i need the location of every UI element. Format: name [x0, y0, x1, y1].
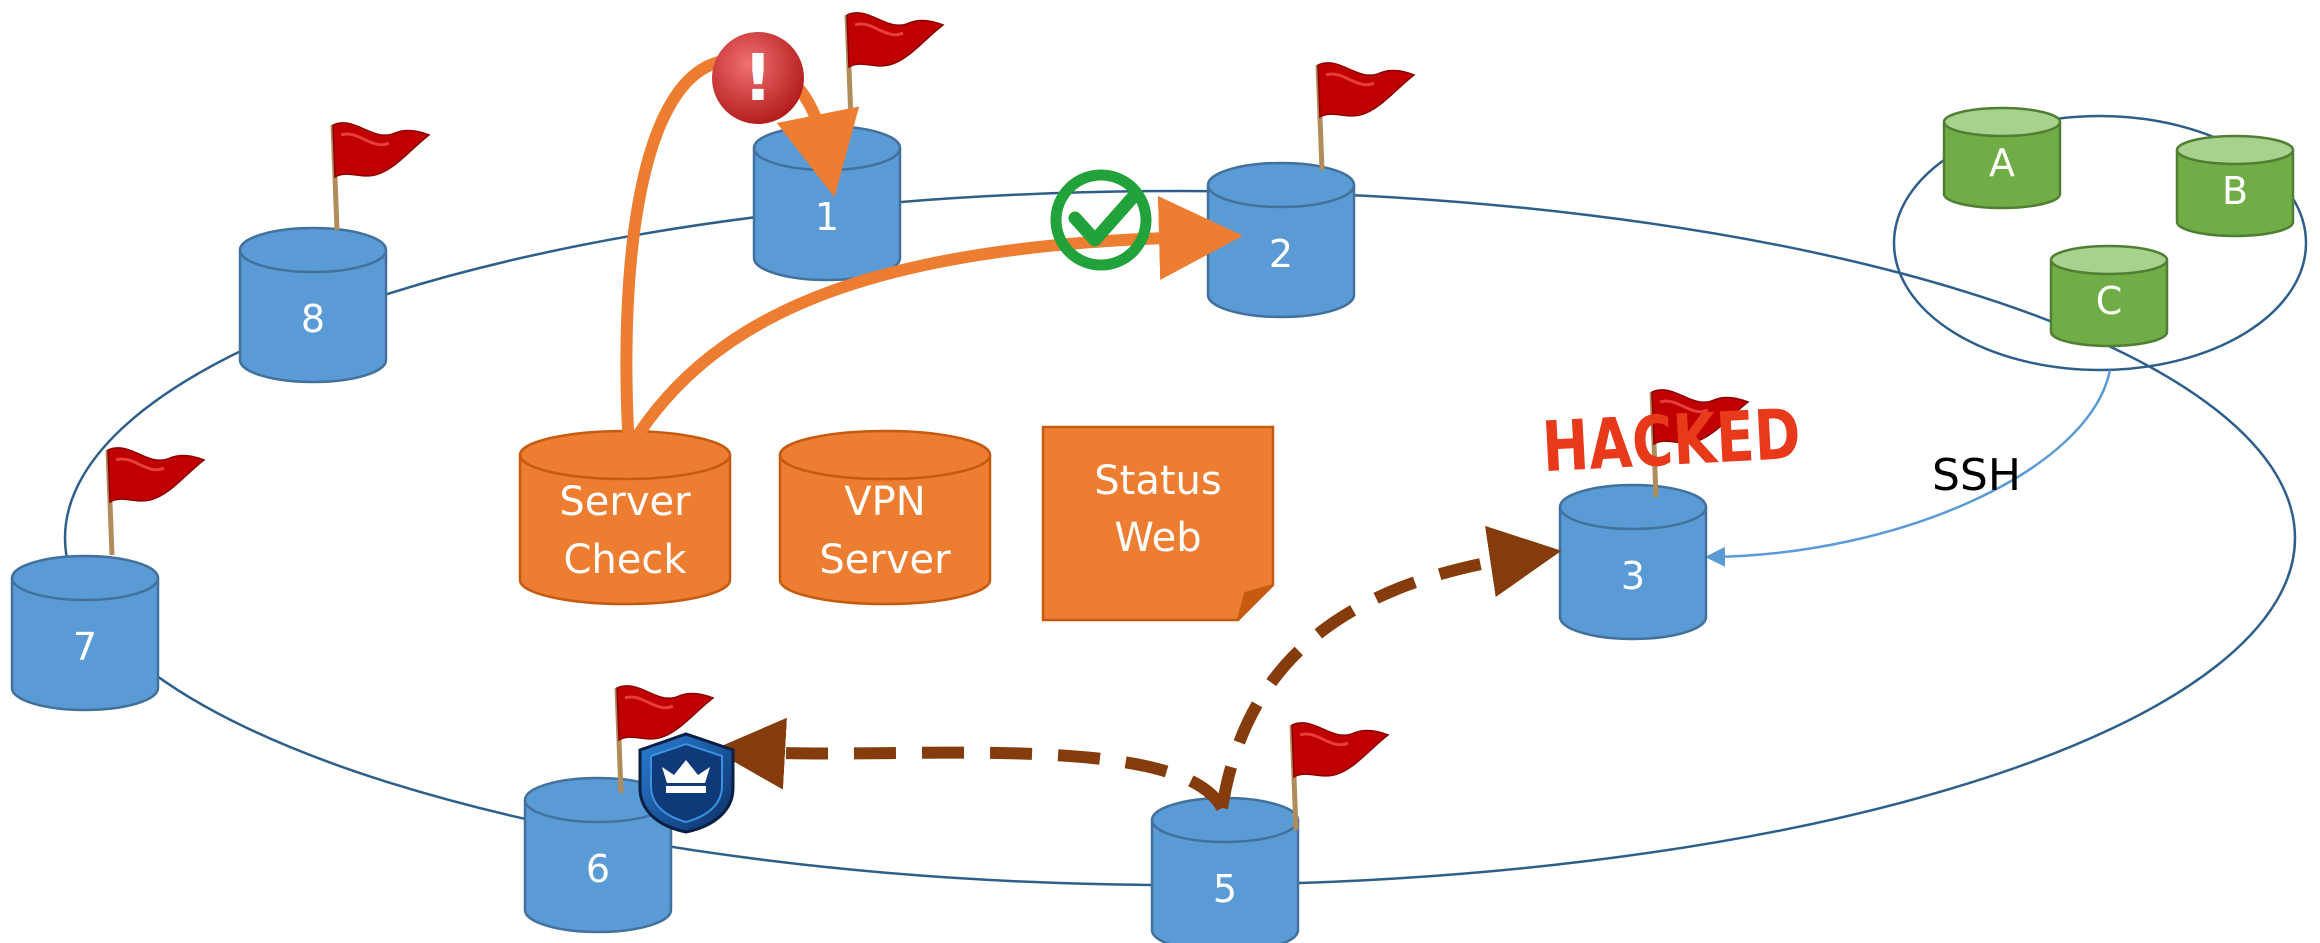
ring-nodes: 1 2 3 5 6 7 8: [10, 12, 1750, 943]
node-5-cylinder: 5: [1150, 796, 1300, 943]
vpn-server-label-line1: VPN: [844, 479, 925, 525]
remote-node-b-cylinder: B: [2175, 134, 2295, 238]
check-arrow-node-2: [634, 195, 1243, 438]
alert-glyph: !: [743, 42, 772, 116]
remote-node-b-label: B: [2222, 169, 2248, 213]
status-web-label-line1: Status: [1094, 458, 1221, 504]
node-2-cylinder: 2: [1206, 161, 1356, 319]
crown-shield-icon: [638, 732, 735, 834]
red-alert-icon: !: [712, 32, 804, 124]
vpn-server-cylinder: VPN Server: [778, 429, 992, 606]
red-flag-icon: [614, 685, 715, 794]
ssh-link: [1705, 369, 2112, 567]
status-web-label-line2: Web: [1114, 515, 1201, 561]
attack-arrow-to-node-3: [1216, 525, 1562, 809]
remote-node-a-cylinder: A: [1942, 106, 2062, 210]
node-8-cylinder: 8: [238, 226, 388, 384]
server-check-label-line1: Server: [559, 479, 691, 525]
attack-arrow-to-node-6: [713, 717, 1228, 812]
server-check-cylinder: Server Check: [518, 429, 732, 606]
node-6-label: 6: [586, 847, 610, 891]
server-check-label-line2: Check: [563, 537, 687, 583]
node-5-label: 5: [1213, 867, 1237, 911]
node-2-label: 2: [1269, 232, 1293, 276]
node-8-label: 8: [301, 297, 325, 341]
red-flag-icon: [1315, 62, 1416, 171]
ssh-label: SSH: [1932, 450, 2021, 501]
node-1-label: 1: [815, 195, 839, 239]
hacked-stamp: HACKED: [1540, 394, 1802, 488]
node-7-label: 7: [73, 625, 97, 669]
red-flag-icon: [844, 12, 945, 121]
green-check-icon: [1050, 169, 1152, 271]
red-flag-icon: [1649, 389, 1750, 498]
node-3-cylinder: 3: [1558, 483, 1708, 641]
vpn-server-label-line2: Server: [819, 537, 951, 583]
node-3-label: 3: [1621, 554, 1645, 598]
status-web-document: Status Web: [1041, 425, 1275, 622]
remote-node-c-cylinder: C: [2049, 244, 2169, 348]
red-flag-icon: [1289, 722, 1390, 831]
node-7-cylinder: 7: [10, 554, 160, 712]
red-flag-icon: [330, 122, 431, 231]
red-flag-icon: [105, 447, 206, 556]
check-arrow-node-1: [620, 53, 860, 436]
remote-node-a-label: A: [1989, 141, 2015, 185]
remote-node-c-label: C: [2096, 279, 2123, 323]
remote-nodes: A B C: [1942, 106, 2295, 348]
remote-cluster-ring: [1892, 114, 2308, 372]
